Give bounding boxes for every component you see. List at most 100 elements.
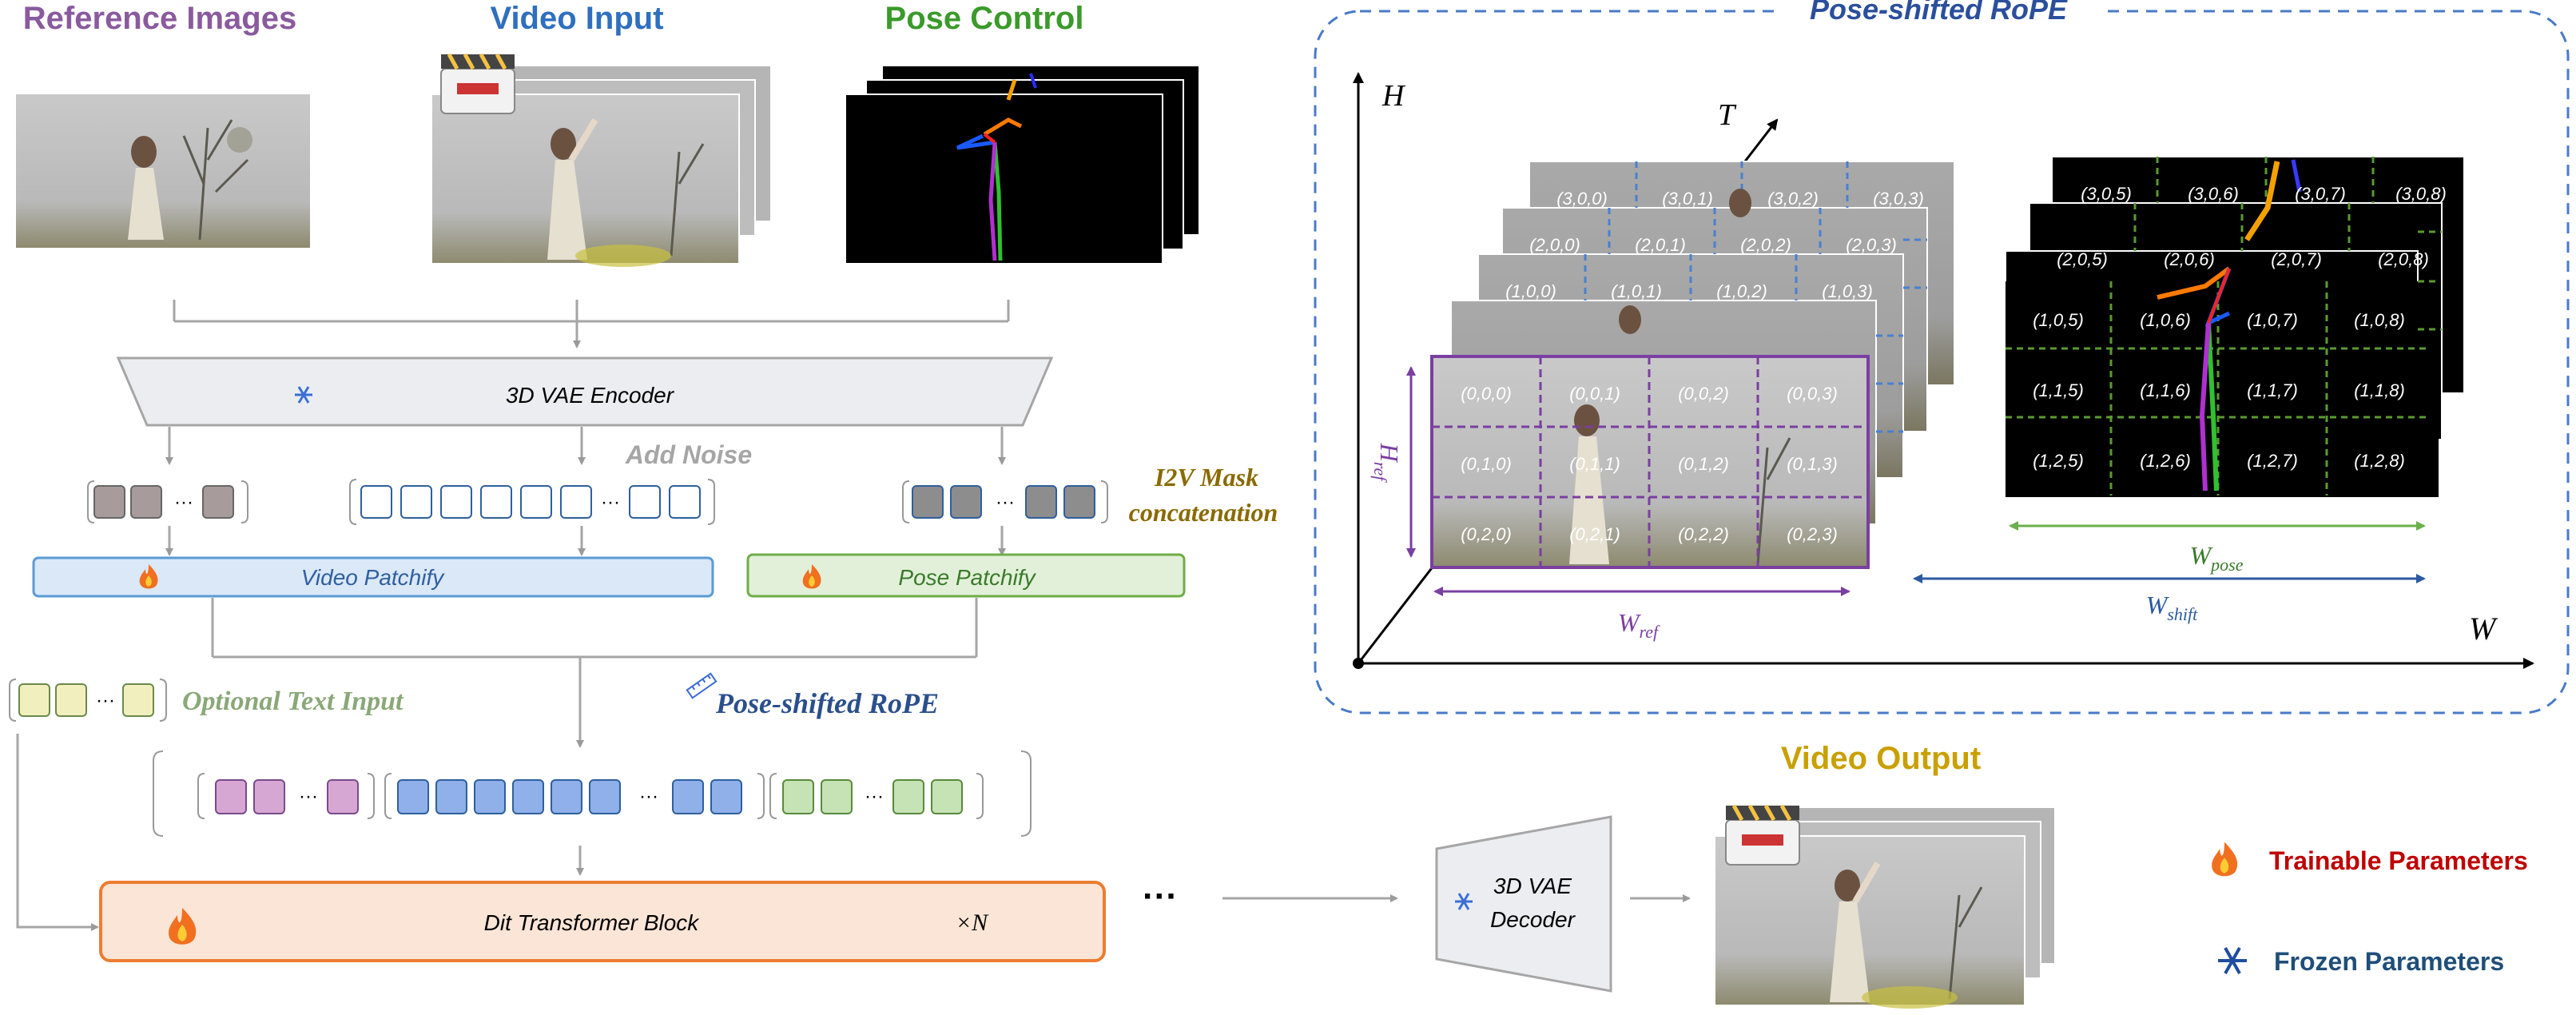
w-shift-label: Wshift bbox=[2146, 591, 2198, 624]
vae-decoder-label-2: Decoder bbox=[1490, 907, 1576, 932]
pose-cell: (1,0,5) bbox=[2033, 310, 2084, 330]
video-patchify-label: Video Patchify bbox=[301, 565, 445, 590]
pose-grid-labels: (3,0,5) (3,0,6) (3,0,7) (3,0,8) (2,0,5) … bbox=[2033, 184, 2447, 471]
ref-cell: (0,1,3) bbox=[1787, 454, 1838, 474]
pose-cell: (1,1,8) bbox=[2354, 380, 2405, 400]
patchify-merge-connector bbox=[211, 598, 978, 748]
ref-cell: (0,0,2) bbox=[1678, 384, 1729, 404]
ref-cell: (1,0,3) bbox=[1822, 281, 1873, 301]
reference-front-labels: (0,0,0) (0,0,1) (0,0,2) (0,0,3) (0,1,0) … bbox=[1461, 384, 1838, 544]
ref-cell: (1,0,2) bbox=[1716, 281, 1767, 301]
pose-cell: (2,0,7) bbox=[2271, 249, 2322, 269]
legend: Trainable Parameters Frozen Parameters bbox=[2212, 842, 2528, 976]
video-output-header: Video Output bbox=[1781, 741, 1981, 776]
repeat-n-label: ×N bbox=[956, 910, 989, 936]
axis-t-label: T bbox=[1718, 98, 1737, 132]
vae-encoder-label: 3D VAE Encoder bbox=[506, 383, 675, 408]
fire-icon bbox=[139, 564, 158, 589]
pose-control-header: Pose Control bbox=[885, 1, 1084, 36]
pose-cell: (2,0,6) bbox=[2164, 249, 2215, 269]
text-input-tokens: ··· bbox=[9, 679, 167, 722]
pose-patchify-block[interactable]: Pose Patchify bbox=[746, 553, 1186, 598]
reference-back-labels: (3,0,0) (3,0,1) (3,0,2) (3,0,3) (2,0,0) … bbox=[1505, 189, 1924, 301]
legend-frozen: Frozen Parameters bbox=[2274, 947, 2504, 976]
pose-cell: (2,0,8) bbox=[2378, 249, 2429, 269]
axis-w-label: W bbox=[2469, 611, 2498, 647]
add-noise-label: Add Noise bbox=[625, 440, 752, 469]
ref-cell: (3,0,2) bbox=[1767, 189, 1819, 209]
ref-cell: (0,1,2) bbox=[1678, 454, 1729, 474]
pose-rope-panel-title: Pose-shifted RoPE bbox=[1810, 0, 2068, 26]
text-input-connector bbox=[16, 734, 99, 931]
dit-label: Dit Transformer Block bbox=[484, 910, 701, 935]
pose-frames-stack bbox=[2005, 156, 2465, 497]
pose-cell: (1,1,5) bbox=[2033, 380, 2084, 400]
axis-h-label: H bbox=[1381, 79, 1406, 113]
svg-text:···: ··· bbox=[174, 492, 193, 513]
w-ref-label: Wref bbox=[1618, 608, 1660, 642]
fire-icon bbox=[2212, 842, 2238, 877]
svg-text:···: ··· bbox=[865, 786, 884, 807]
ref-cell: (2,0,2) bbox=[1740, 235, 1791, 255]
pose-cell: (1,2,7) bbox=[2247, 451, 2298, 471]
svg-text:Href: Href bbox=[1370, 443, 1404, 484]
pose-cell: (1,2,5) bbox=[2033, 451, 2084, 471]
snowflake-icon bbox=[295, 386, 312, 404]
encoder-output-arrows bbox=[165, 427, 1006, 465]
video-input-header: Video Input bbox=[490, 1, 663, 36]
reference-front-frame bbox=[1430, 355, 1870, 569]
w-pose-label: Wpose bbox=[2190, 541, 2244, 575]
pose-rope-label: Pose-shifted RoPE bbox=[715, 687, 939, 719]
fire-icon bbox=[802, 564, 821, 589]
ref-cell: (0,0,3) bbox=[1787, 384, 1838, 404]
panel-title-gap bbox=[1782, 0, 2101, 27]
ref-cell: (0,1,1) bbox=[1569, 454, 1620, 474]
ref-cell: (3,0,1) bbox=[1662, 189, 1713, 209]
ref-cell: (0,2,1) bbox=[1569, 524, 1620, 544]
video-patchify-block[interactable]: Video Patchify bbox=[32, 556, 714, 598]
pose-cell: (1,0,6) bbox=[2140, 310, 2191, 330]
pose-control-frames bbox=[845, 65, 1200, 265]
ref-cell: (1,0,1) bbox=[1611, 281, 1662, 301]
h-ref-label: Href bbox=[1370, 443, 1404, 484]
continuation-ellipsis: ··· bbox=[1143, 877, 1178, 916]
svg-text:···: ··· bbox=[299, 786, 318, 807]
reference-image bbox=[16, 94, 310, 248]
clapperboard-icon bbox=[1725, 804, 1800, 866]
dit-transformer-block[interactable]: Dit Transformer Block ×N bbox=[99, 881, 1106, 962]
pose-cell: (3,0,8) bbox=[2395, 184, 2447, 204]
patchify-input-arrows bbox=[165, 526, 1006, 556]
pose-patchify-label: Pose Patchify bbox=[898, 565, 1036, 590]
ref-cell: (3,0,3) bbox=[1873, 189, 1924, 209]
reference-latent-tokens: ··· bbox=[87, 480, 248, 523]
ref-cell: (0,2,3) bbox=[1787, 524, 1838, 544]
pose-cell: (1,1,7) bbox=[2247, 380, 2298, 400]
ref-cell: (0,0,1) bbox=[1569, 384, 1620, 404]
pose-cell: (2,0,5) bbox=[2057, 249, 2108, 269]
combined-token-sequence: ··· ··· ··· bbox=[153, 750, 1032, 837]
svg-text:···: ··· bbox=[96, 690, 115, 711]
vae-encoder-block[interactable]: 3D VAE Encoder bbox=[116, 356, 1054, 427]
svg-text:···: ··· bbox=[601, 492, 620, 513]
vae-decoder-label-1: 3D VAE bbox=[1493, 874, 1572, 898]
ref-cell: (0,2,2) bbox=[1678, 524, 1729, 544]
vae-decoder-block[interactable]: 3D VAE Decoder bbox=[1435, 815, 1612, 993]
pose-cell: (1,2,8) bbox=[2354, 451, 2405, 471]
ref-cell: (1,0,0) bbox=[1505, 281, 1556, 301]
reference-images-header: Reference Images bbox=[23, 1, 296, 36]
svg-text:···: ··· bbox=[639, 786, 658, 807]
clapperboard-icon bbox=[440, 53, 515, 114]
snowflake-icon bbox=[2218, 947, 2247, 974]
svg-text:···: ··· bbox=[996, 492, 1015, 513]
ref-cell: (2,0,1) bbox=[1635, 235, 1686, 255]
ref-cell: (3,0,0) bbox=[1556, 189, 1608, 209]
ruler-icon bbox=[686, 672, 718, 699]
input-merge-connector bbox=[173, 300, 1010, 348]
pose-cell: (1,2,6) bbox=[2140, 451, 2191, 471]
pose-cell: (3,0,5) bbox=[2081, 184, 2132, 204]
ref-cell: (2,0,3) bbox=[1846, 235, 1897, 255]
pose-cell: (1,0,8) bbox=[2354, 310, 2405, 330]
ref-cell: (0,2,0) bbox=[1461, 524, 1512, 544]
pose-latent-tokens: ··· bbox=[902, 480, 1108, 523]
